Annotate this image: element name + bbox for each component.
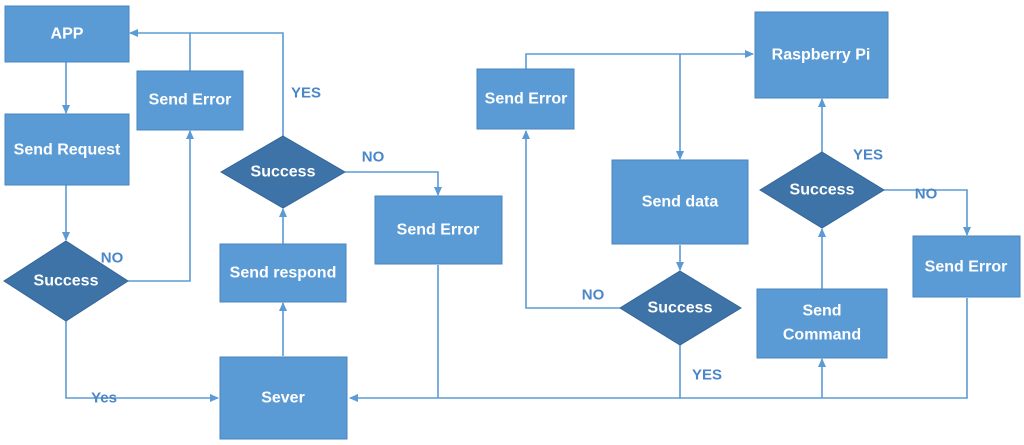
edge-labels: NO Yes YES NO NO YES YES NO — [91, 85, 938, 407]
connectors — [62, 29, 971, 402]
edge-success2-yes-to-app — [190, 32, 284, 136]
node-success-4-label: Success — [790, 182, 855, 199]
node-send-error-2: Send Error — [374, 195, 503, 265]
node-send-request: Send Request — [4, 113, 130, 186]
node-app-label: APP — [51, 26, 84, 43]
node-success-3-label: Success — [648, 300, 713, 317]
edge-label-no-3: NO — [582, 287, 605, 304]
edge-success4-no-to-send-error4 — [884, 189, 971, 236]
node-success-2: Success — [220, 135, 346, 209]
node-send-command-label-line2: Command — [783, 327, 861, 344]
node-send-respond-label: Send respond — [230, 265, 337, 282]
node-success-4: Success — [759, 151, 885, 229]
node-success-3: Success — [619, 270, 742, 346]
node-send-error-4-label: Send Error — [925, 259, 1008, 276]
node-send-data: Send data — [611, 159, 749, 245]
node-app: APP — [4, 5, 130, 63]
edge-label-no-2: NO — [362, 149, 385, 166]
edge-success2-no-to-send-error2 — [345, 171, 442, 196]
node-send-error-1-label: Send Error — [149, 92, 232, 109]
edge-send-error1-to-app — [129, 29, 191, 71]
node-send-error-3-label: Send Error — [485, 91, 568, 108]
edge-success3-no-to-send-error3 — [522, 130, 620, 309]
node-success-1: Success — [3, 240, 129, 322]
node-send-error-1: Send Error — [136, 70, 244, 131]
node-success-2-label: Success — [251, 164, 316, 181]
edge-label-yes-1: Yes — [91, 390, 117, 407]
edge-label-no-4: NO — [915, 186, 938, 203]
node-raspberry-pi: Raspberry Pi — [754, 11, 889, 99]
node-send-command-label-line1: Send — [802, 303, 841, 320]
node-send-error-2-label: Send Error — [397, 222, 480, 239]
node-send-request-label: Send Request — [14, 142, 121, 159]
node-send-command: Send Command — [756, 288, 888, 359]
node-send-error-4: Send Error — [912, 235, 1021, 298]
edge-label-yes-4: YES — [853, 147, 883, 164]
node-send-data-label: Send data — [642, 194, 719, 211]
node-sever-label: Sever — [261, 390, 305, 407]
edge-label-no-1: NO — [101, 250, 124, 267]
edge-send-error3-to-raspberry — [525, 50, 754, 69]
node-send-error-3: Send Error — [476, 68, 575, 130]
edge-label-yes-3: YES — [692, 367, 722, 384]
node-raspberry-pi-label: Raspberry Pi — [772, 47, 871, 64]
node-success-1-label: Success — [34, 273, 99, 290]
edge-success1-no-to-send-error — [128, 130, 194, 282]
node-send-respond: Send respond — [219, 243, 347, 303]
edge-label-yes-2: YES — [291, 85, 321, 102]
edge-success1-yes-to-sever — [65, 320, 219, 402]
edge-bus-to-sever — [349, 298, 968, 402]
node-sever: Sever — [219, 356, 348, 440]
